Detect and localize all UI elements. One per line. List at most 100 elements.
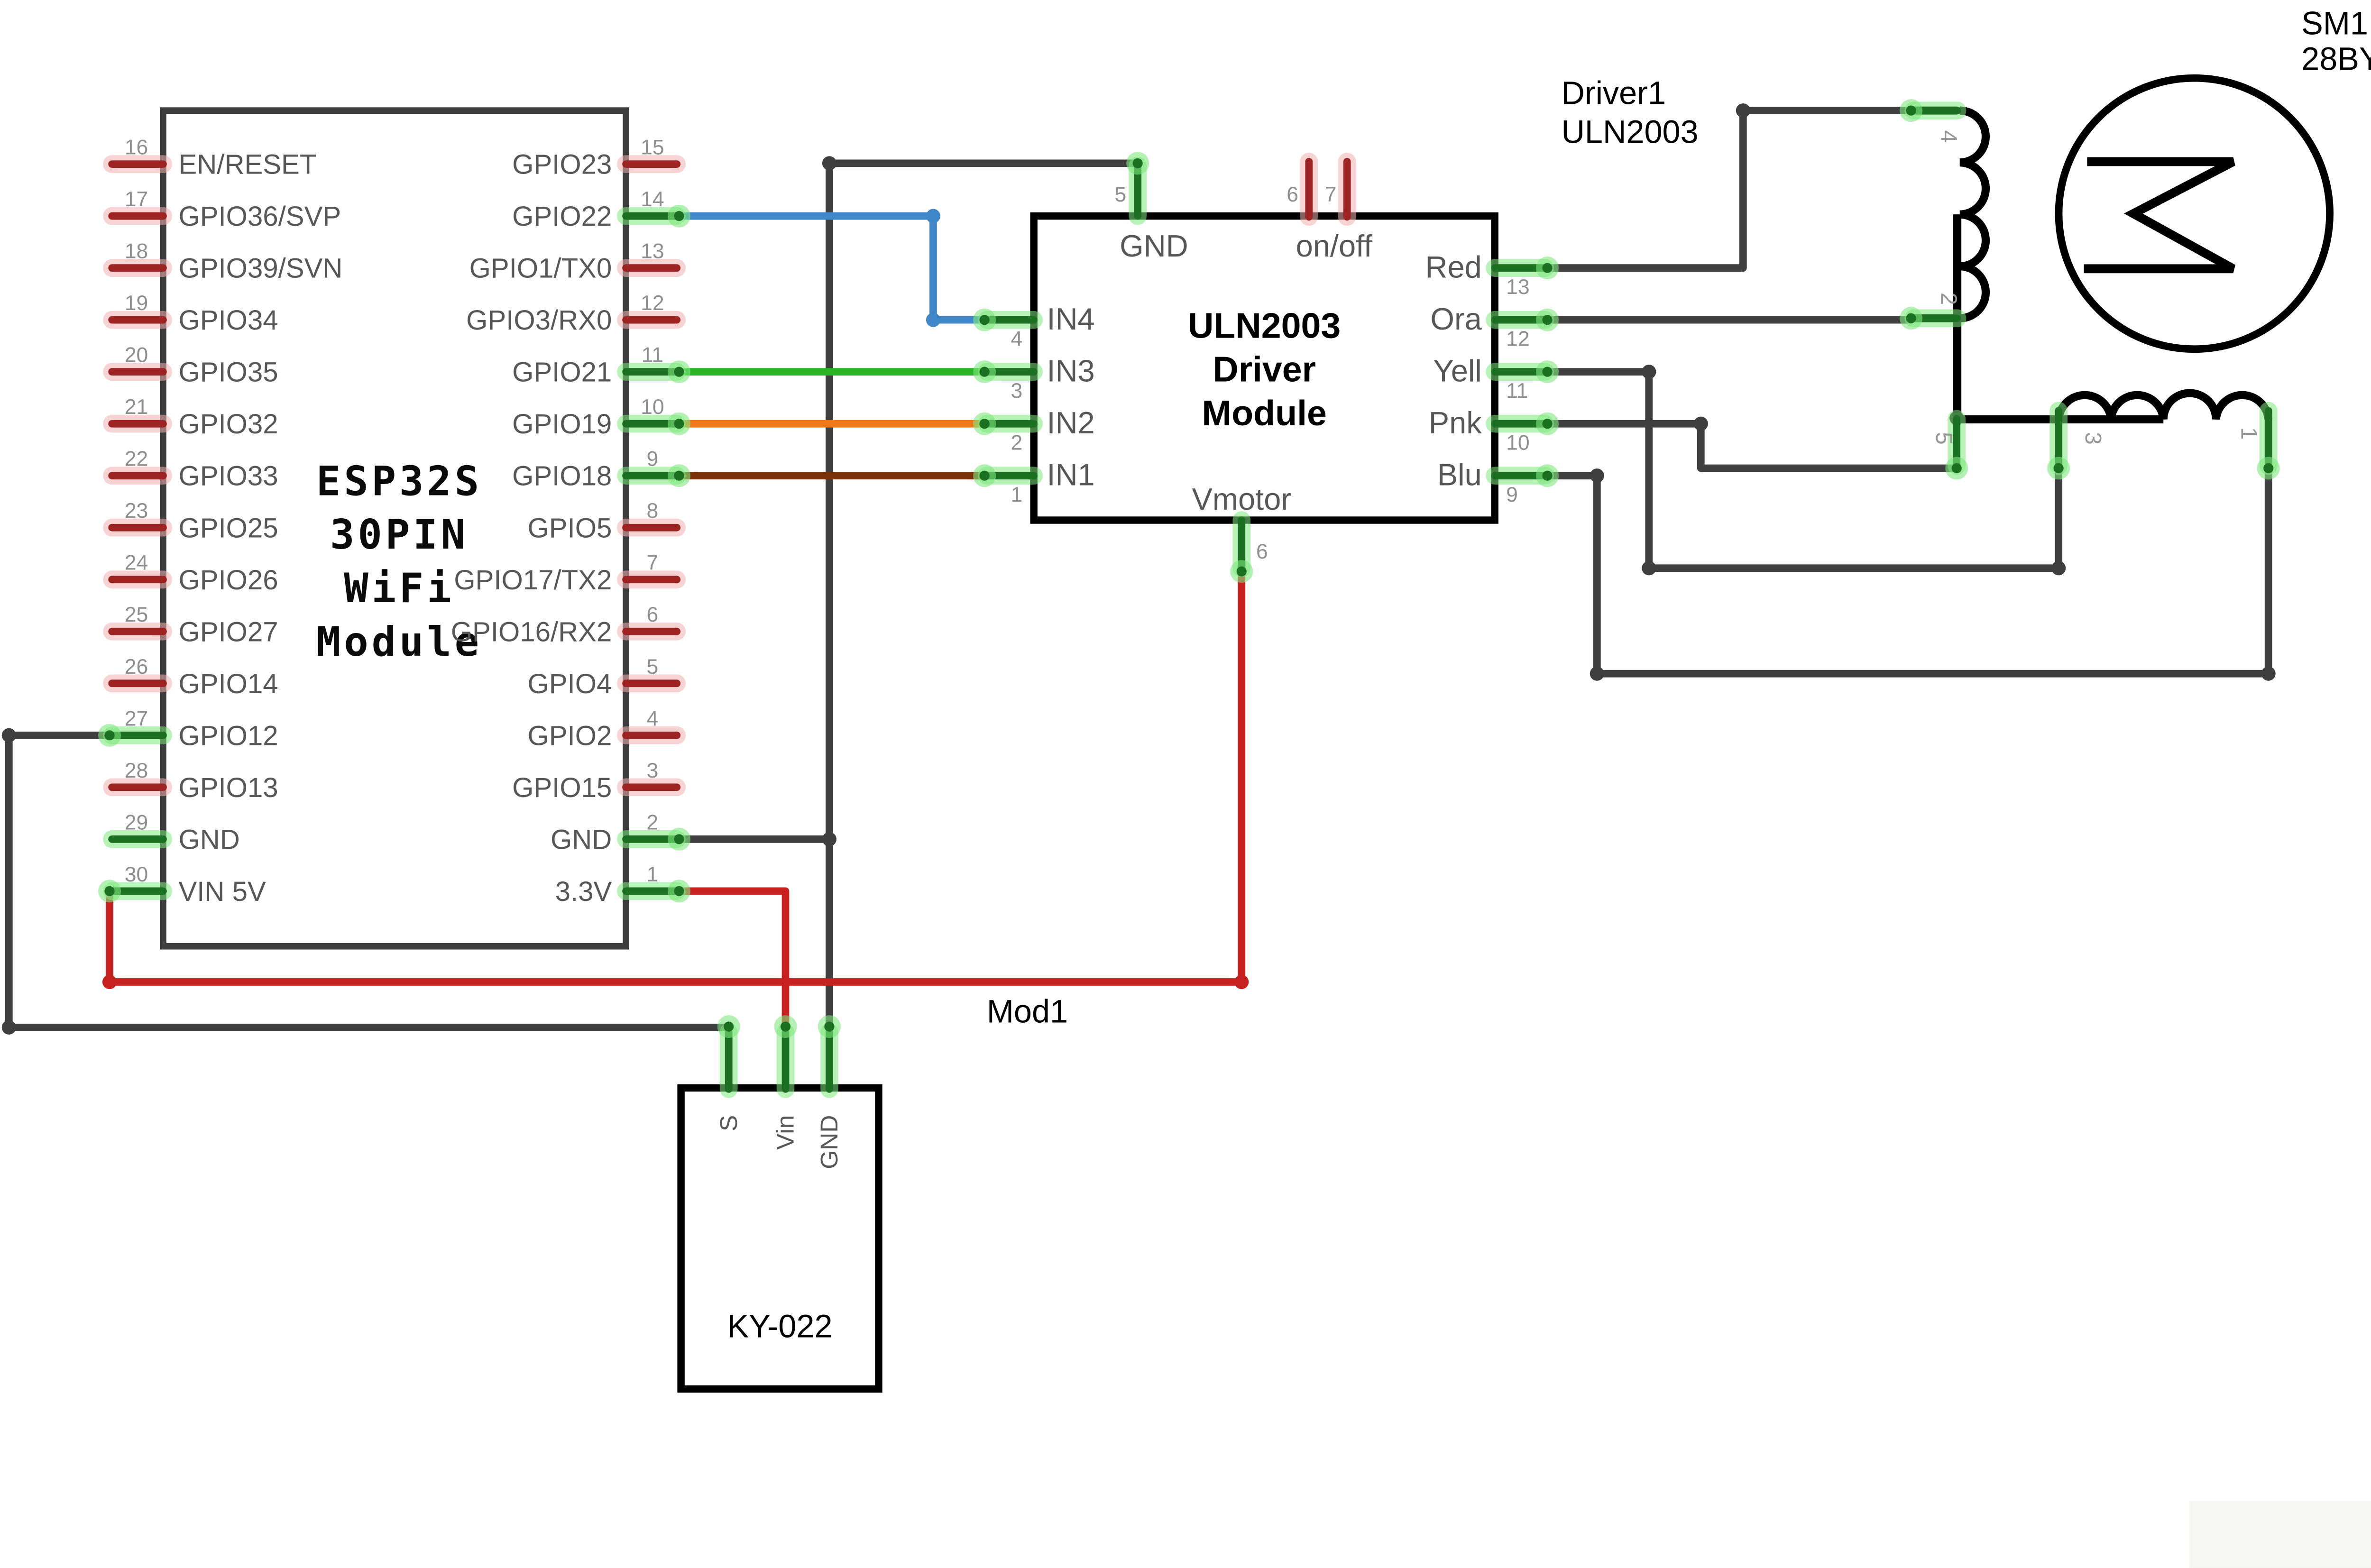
wire-bend-dot (822, 156, 836, 171)
esp32-pin-number: 3 (646, 759, 658, 782)
uln2003-pin-label: IN3 (1047, 354, 1095, 388)
wire-bend-dot (2051, 561, 2066, 576)
ky022-pin-label: Vin (772, 1115, 799, 1150)
wires-layer (1, 103, 2276, 1035)
ky022-pin-vin-endpoint[interactable] (780, 1021, 791, 1032)
wire-bend-dot (1590, 666, 1604, 681)
uln2003-pin-out-ora-endpoint[interactable] (1542, 315, 1553, 325)
uln2003-pin-label: Ora (1430, 302, 1482, 336)
esp32-pin-label: GPIO22 (512, 201, 612, 232)
esp32-pin-9-endpoint[interactable] (674, 470, 684, 481)
esp32-module[interactable] (160, 107, 629, 950)
uln2003-title-line: Module (1202, 393, 1326, 433)
wire-bend-dot (1642, 365, 1656, 379)
esp32-pin-11-endpoint[interactable] (674, 367, 684, 377)
pins-layer (98, 99, 2280, 1098)
esp32-title-line: ESP32S (316, 458, 482, 505)
wire-red-coil4[interactable] (1544, 107, 1915, 272)
uln2003-pin-out-red-endpoint[interactable] (1542, 263, 1553, 273)
esp32-pin-number: 25 (125, 603, 148, 626)
esp32-pin-number: 26 (125, 655, 148, 679)
uln2003-pin-label: IN2 (1047, 405, 1095, 440)
uln2003-title-line: Driver (1213, 349, 1316, 389)
ky022-pin-s-endpoint[interactable] (724, 1021, 734, 1032)
stepper-pin-5-endpoint[interactable] (1951, 463, 1962, 474)
esp32-pin-2-endpoint[interactable] (674, 834, 684, 844)
motor-circle[interactable] (2055, 74, 2334, 353)
uln2003-pin-in2-endpoint[interactable] (979, 419, 990, 429)
esp32-pin-number: 8 (646, 499, 658, 523)
esp32-pin-label: GPIO34 (178, 305, 278, 336)
ky022-pin-gnd-endpoint[interactable] (824, 1021, 835, 1032)
stepper-coil-pin-number: 2 (1936, 293, 1961, 305)
esp32-pin-27-endpoint[interactable] (104, 730, 115, 741)
stepper-coil-pin-number: 1 (2236, 427, 2261, 440)
esp32-pin-label: GND (178, 824, 239, 855)
esp32-pin-label: GPIO17/TX2 (454, 565, 612, 596)
esp32-pin-label: GPIO27 (178, 616, 278, 647)
esp32-pin-number: 24 (125, 551, 148, 575)
esp32-pin-label: GPIO32 (178, 409, 278, 440)
esp32-pin-14-endpoint[interactable] (674, 211, 684, 221)
uln2003-pin-number: 5 (1115, 183, 1127, 206)
uln2003-vmotor-label: Vmotor (1192, 482, 1291, 516)
stepper-coil-pin-number: 5 (1931, 432, 1956, 445)
esp32-pin-label: GPIO21 (512, 357, 612, 388)
esp32-pin-number: 30 (125, 863, 148, 886)
esp32-pin-1-endpoint[interactable] (674, 886, 684, 896)
wire-bend-dot (1736, 103, 1750, 118)
uln2003-pin-number: 12 (1506, 327, 1529, 350)
uln2003-pin-out-blu-endpoint[interactable] (1542, 470, 1553, 481)
stepper-coil-horizontal[interactable] (2054, 389, 2273, 420)
uln2003-pin-vmotor-endpoint[interactable] (1236, 566, 1247, 577)
wire-bend-dot (926, 312, 941, 327)
stepper-pin-1-endpoint[interactable] (2263, 463, 2274, 474)
uln2003-pin-out-yell-endpoint[interactable] (1542, 367, 1553, 377)
uln2003-pin-in1-endpoint[interactable] (979, 470, 990, 481)
wire-gpio22-in4[interactable] (675, 212, 988, 324)
wire-pnk-coil5[interactable] (1544, 420, 1961, 472)
uln2003-pin-number: 3 (1011, 379, 1022, 403)
stepper-pin-4-endpoint[interactable] (1906, 105, 1916, 116)
stepper-coil-pin-number: 4 (1936, 130, 1961, 143)
esp32-pin-number: 2 (646, 811, 658, 834)
esp32-pin-10-endpoint[interactable] (674, 419, 684, 429)
uln2003-gnd-label: GND (1120, 229, 1188, 263)
uln2003-pin-label: Yell (1433, 354, 1481, 388)
uln2003-pin-label: IN4 (1047, 302, 1095, 336)
esp32-pin-label: GPIO15 (512, 772, 612, 803)
modules-layer (160, 74, 2334, 1393)
wire-gpio12-ky-s[interactable] (5, 731, 733, 1031)
esp32-pin-30-endpoint[interactable] (104, 886, 115, 896)
esp32-pin-label: GPIO14 (178, 669, 278, 699)
esp32-pin-label: GPIO33 (178, 461, 278, 492)
stepper-pin-2-endpoint[interactable] (1906, 313, 1916, 323)
uln2003-module[interactable] (1030, 212, 1498, 524)
uln2003-pin-in3-endpoint[interactable] (979, 367, 990, 377)
uln2003-onoff-label: on/off (1296, 229, 1373, 263)
stepper-pin-3-endpoint[interactable] (2053, 463, 2064, 474)
esp32-pin-label: GPIO19 (512, 409, 612, 440)
esp32-title-line: WiFi (344, 565, 454, 612)
esp32-pin-label: GPIO2 (527, 720, 612, 751)
wire-bend-dot (926, 209, 941, 223)
uln2003-pin-number: 10 (1506, 431, 1529, 454)
wire-bend-dot (102, 974, 117, 990)
uln2003-pin-gnd-endpoint[interactable] (1132, 158, 1143, 168)
wire-bend-dot (1234, 974, 1249, 990)
uln2003-pin-in4-endpoint[interactable] (979, 315, 990, 325)
uln2003-pin-out-pnk-endpoint[interactable] (1542, 419, 1553, 429)
esp32-pin-number: 9 (646, 448, 658, 471)
uln2003-pin-number: 6 (1256, 540, 1268, 563)
esp32-pin-number: 4 (646, 707, 658, 730)
esp32-pin-number: 27 (125, 707, 148, 730)
wire-vin5v-vmotor[interactable] (106, 568, 1246, 986)
ky022-module[interactable] (677, 1084, 882, 1393)
esp32-pin-label: GPIO12 (178, 720, 278, 751)
esp32-pin-number: 13 (641, 240, 664, 263)
wire-bend-dot (1693, 416, 1708, 431)
uln2003-pin-number: 4 (1011, 327, 1022, 350)
uln2003-pin-number: 2 (1011, 431, 1022, 454)
esp32-pin-number: 15 (641, 136, 664, 159)
